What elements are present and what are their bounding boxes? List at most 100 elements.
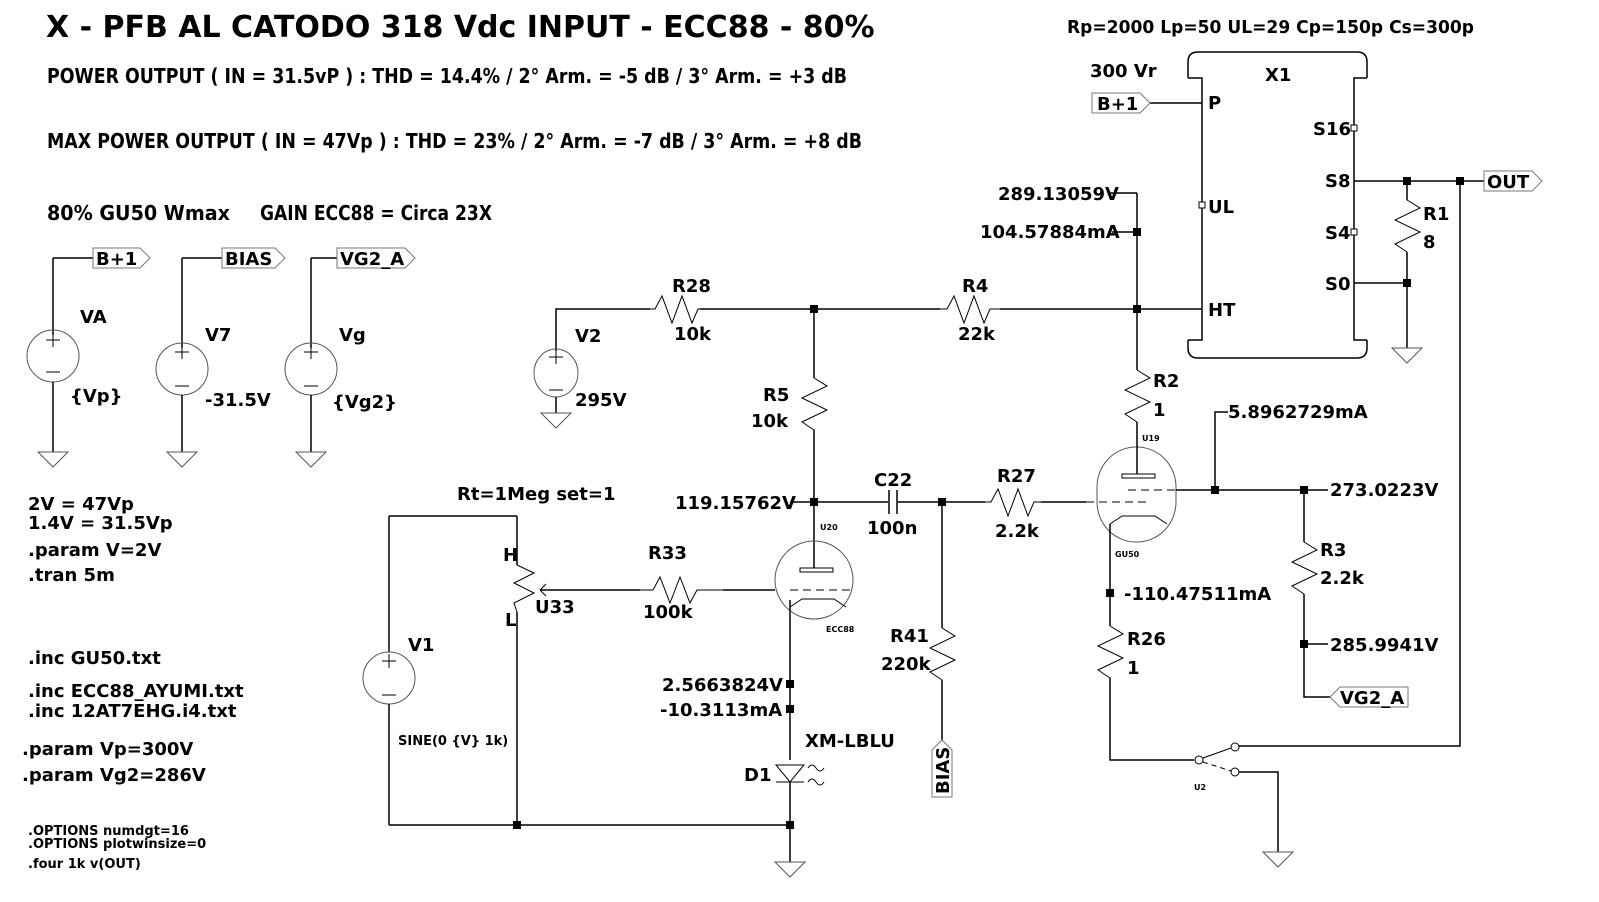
tube-u19-gu50[interactable]: U19 GU50 [1086, 434, 1190, 559]
resistor-r4[interactable]: R4 22k [940, 276, 1000, 345]
resistor-r33[interactable]: R33 100k [640, 543, 723, 623]
net-flag-bias-left[interactable]: BIAS [221, 247, 286, 270]
schematic-title: X - PFB AL CATODO 318 Vdc INPUT - ECC88 … [46, 10, 875, 45]
r1-name: R1 [1423, 204, 1449, 225]
spice-directives: 2V = 47Vp 1.4V = 31.5Vp .param V=2V .tra… [22, 494, 244, 872]
op-2-56v: 2.5663824V [662, 675, 783, 696]
net-flag-bias-bottom[interactable]: BIAS [931, 739, 954, 798]
resistor-r27[interactable]: R27 2.2k [985, 466, 1041, 542]
max-power-output-note: MAX POWER OUTPUT ( IN = 47Vp ) : THD = 2… [47, 129, 862, 153]
u33-pin-h: H [503, 545, 518, 566]
tube-anode [799, 567, 834, 573]
source-va-value: {Vp} [70, 386, 122, 407]
ground-icon [773, 861, 807, 878]
directive-line[interactable]: .inc ECC88_AYUMI.txt [28, 681, 244, 702]
junction-dot [1403, 279, 1411, 287]
directive-line[interactable]: .OPTIONS numdgt=16 [28, 824, 189, 839]
source-vg[interactable]: Vg {Vg2} [284, 257, 397, 468]
net-label-bias: BIAS [225, 249, 272, 270]
source-v1-value: SINE(0 {V} 1k) [398, 734, 508, 749]
junction-dot [1211, 486, 1219, 494]
r2-value: 1 [1153, 400, 1166, 421]
gain-note: GAIN ECC88 = Circa 23X [260, 201, 492, 225]
r33-name: R33 [648, 543, 687, 564]
resistor-r1[interactable]: R1 8 [1393, 199, 1449, 253]
op-5-89ma: 5.8962729mA [1228, 402, 1368, 423]
source-v2[interactable]: V2 295V [533, 308, 650, 429]
ground-icon [36, 451, 70, 468]
junction-dot [1133, 228, 1141, 236]
source-vg-name: Vg [339, 325, 366, 346]
resistor-r41[interactable]: R41 220k [881, 626, 957, 681]
junction-dot [786, 821, 794, 829]
pin-s4 [1350, 228, 1358, 236]
wire [1109, 678, 1194, 761]
resistor-r5[interactable]: R5 10k [751, 377, 829, 432]
ground-icon [294, 451, 328, 468]
ground-icon [165, 451, 199, 468]
r1-value: 8 [1423, 232, 1436, 253]
r2-name: R2 [1153, 371, 1179, 392]
u33-name: U33 [535, 597, 575, 618]
source-v7-name: V7 [205, 325, 231, 346]
op-289v: 289.13059V [998, 184, 1119, 205]
r4-name: R4 [962, 276, 988, 297]
net-flag-b-plus-left[interactable]: B+1 [92, 247, 151, 270]
wire [1303, 594, 1330, 698]
r27-value: 2.2k [995, 521, 1040, 542]
transformer-x1[interactable]: X1 P UL HT S16 S8 S4 S0 [1187, 51, 1368, 359]
net-flag-vg2-a-left[interactable]: VG2_A [336, 247, 416, 270]
net-flag-out[interactable]: OUT [1483, 170, 1543, 193]
r28-name: R28 [672, 276, 711, 297]
directive-line[interactable]: .four 1k v(OUT) [28, 857, 141, 872]
tube-u20-ecc88[interactable]: U20 ECC88 [774, 523, 855, 634]
net-label-b-plus: B+1 [96, 249, 137, 270]
resistor-r28[interactable]: R28 10k [650, 276, 712, 345]
source-v1[interactable]: V1 SINE(0 {V} 1k) [362, 515, 517, 825]
net-label-vg2-a-right: VG2_A [1340, 688, 1404, 709]
switch-u2[interactable]: U2 [1194, 742, 1240, 792]
wiper-arrow-icon [539, 583, 547, 597]
directive-line[interactable]: 2V = 47Vp [28, 494, 134, 515]
directive-line[interactable]: .inc GU50.txt [28, 648, 161, 669]
u20-model: ECC88 [826, 625, 855, 634]
net-label-vg2-a: VG2_A [340, 249, 404, 270]
directive-line[interactable]: .param Vg2=286V [22, 765, 206, 786]
u33-pin-l: L [505, 610, 516, 631]
r26-name: R26 [1127, 629, 1166, 650]
r28-value: 10k [674, 324, 712, 345]
tube-anode [1121, 473, 1156, 479]
pin-ul [1198, 201, 1206, 209]
gu50-wmax-note: 80% GU50 Wmax [47, 201, 230, 225]
d1-name: D1 [744, 765, 771, 786]
net-flag-vg2-a-right[interactable]: VG2_A [1329, 686, 1409, 709]
directive-line[interactable]: .tran 5m [28, 565, 115, 586]
tube-cathode [1109, 515, 1168, 525]
resistor-r2[interactable]: R2 1 [1123, 369, 1179, 423]
source-v7[interactable]: V7 -31.5V [155, 257, 271, 468]
source-va[interactable]: VA {Vp} [26, 257, 122, 468]
directive-line[interactable]: .param Vp=300V [22, 739, 193, 760]
x1-pin-s16: S16 [1313, 119, 1351, 140]
d1-model: XM-LBLU [805, 731, 895, 752]
resistor-r3[interactable]: R3 2.2k [1290, 540, 1365, 595]
potentiometer-u33[interactable]: Rt=1Meg set=1 H L U33 [457, 484, 615, 825]
directive-line[interactable]: .param V=2V [28, 540, 161, 561]
resistor-r26[interactable]: R26 1 [1096, 625, 1166, 679]
ground-icon [539, 412, 573, 429]
directive-line[interactable]: 1.4V = 31.5Vp [28, 513, 173, 534]
net-flag-b-plus-top[interactable]: B+1 [1091, 92, 1151, 115]
led-d1[interactable]: D1 XM-LBLU [744, 731, 895, 786]
directive-line[interactable]: .OPTIONS plotwinsize=0 [28, 837, 206, 852]
capacitor-c22[interactable]: C22 100n [867, 470, 917, 539]
directive-line[interactable]: .inc 12AT7EHG.i4.txt [28, 701, 237, 722]
x1-pin-s4: S4 [1325, 223, 1351, 244]
transformer-vr: 300 Vr [1090, 61, 1157, 82]
r33-value: 100k [643, 602, 694, 623]
x1-pin-s0: S0 [1325, 274, 1351, 295]
net-label-b-plus-top: B+1 [1097, 94, 1138, 115]
transformer-params: Rp=2000 Lp=50 UL=29 Cp=150p Cs=300p [1067, 17, 1474, 38]
transformer-top-cap [1187, 51, 1368, 78]
wire [1239, 181, 1461, 747]
